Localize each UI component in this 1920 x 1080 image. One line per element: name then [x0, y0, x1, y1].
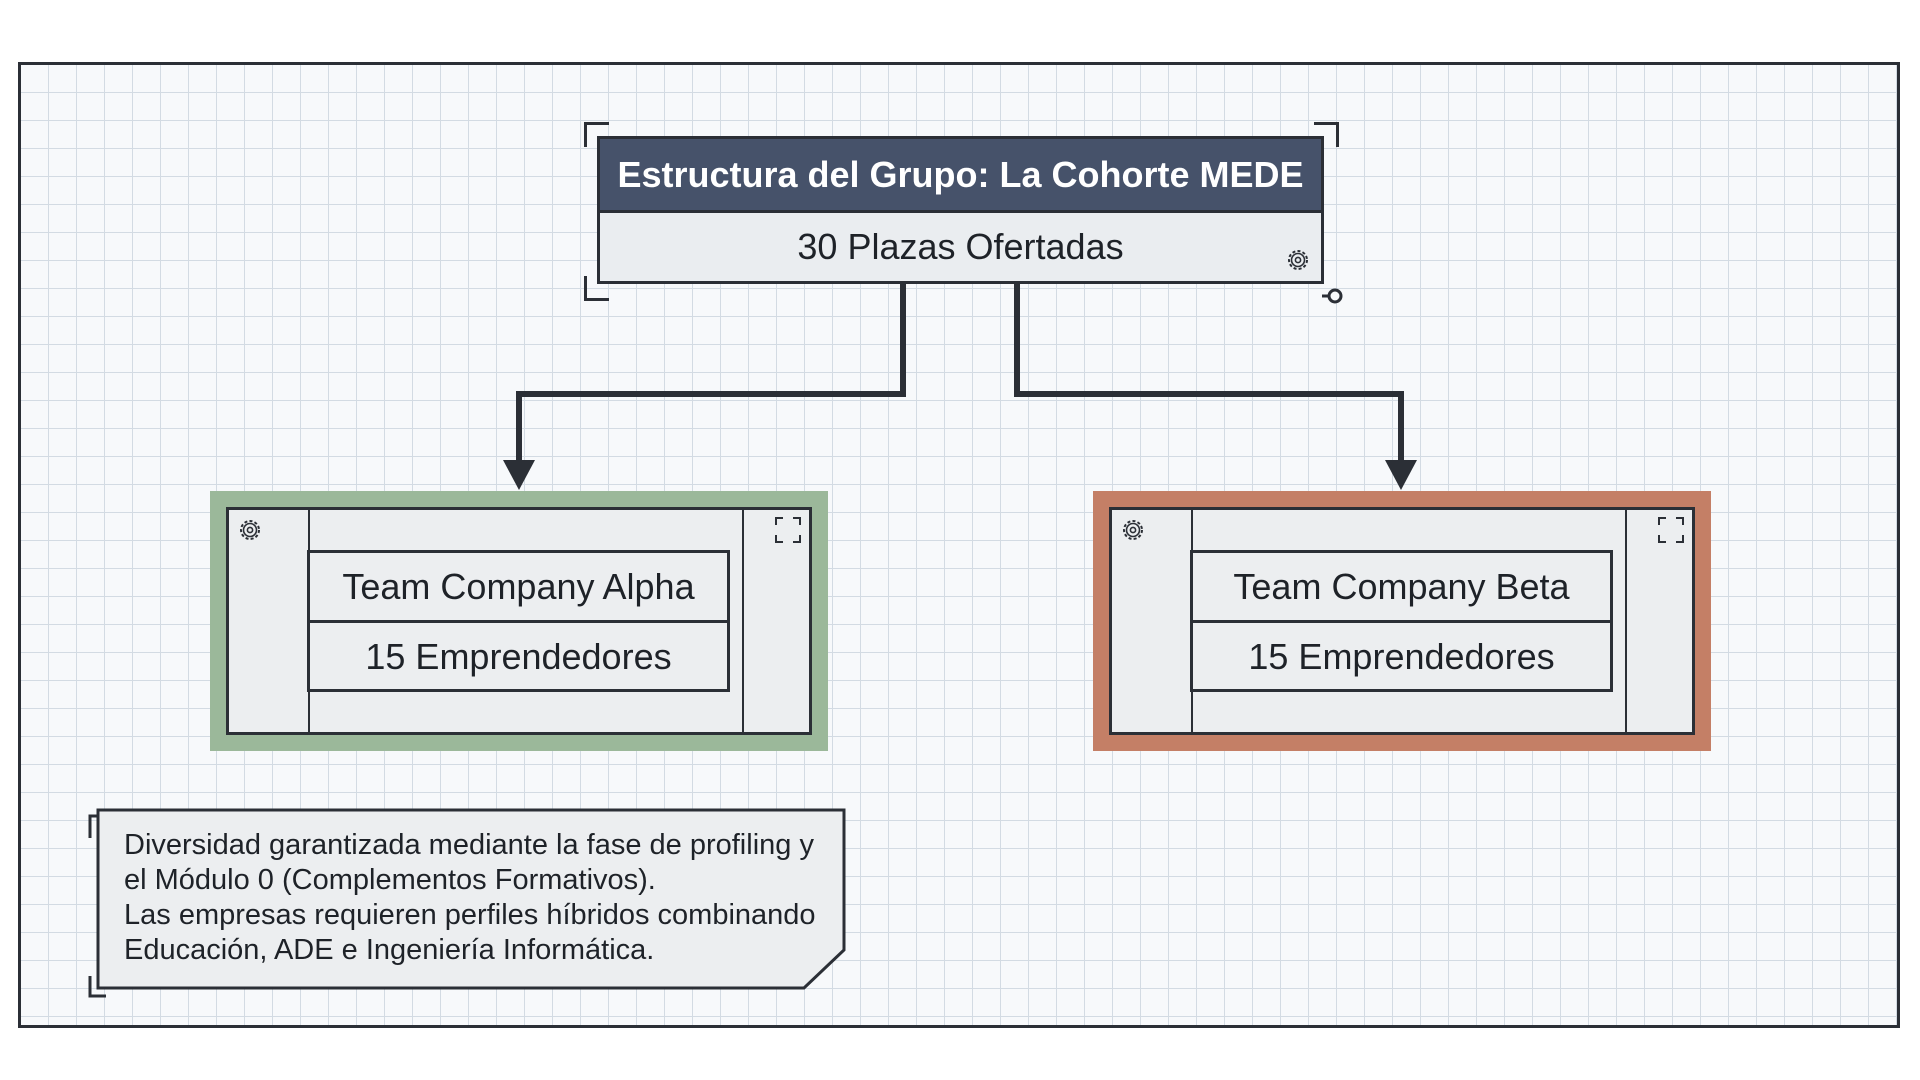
team-name: Team Company Beta: [1193, 553, 1610, 623]
gear-icon[interactable]: [1118, 515, 1148, 545]
note-text: Diversidad garantizada mediante la fase …: [124, 828, 824, 968]
divider-line: [1625, 510, 1627, 732]
gear-icon[interactable]: [235, 515, 265, 545]
gear-icon[interactable]: [1283, 245, 1313, 275]
note-line: el Módulo 0 (Complementos Formativos).: [124, 864, 656, 896]
divider-line: [742, 510, 744, 732]
team-name: Team Company Alpha: [310, 553, 727, 623]
team-node-beta[interactable]: Team Company Beta 15 Emprendedores: [1093, 491, 1711, 751]
team-count: 15 Emprendedores: [365, 636, 672, 677]
expand-icon[interactable]: [774, 516, 802, 544]
team-node-alpha[interactable]: Team Company Alpha 15 Emprendedores: [210, 491, 828, 751]
note-line: Educación, ADE e Ingeniería Informática.: [124, 934, 655, 966]
root-title: Estructura del Grupo: La Cohorte MEDE: [600, 139, 1321, 213]
team-count: 15 Emprendedores: [1248, 636, 1555, 677]
root-corner-bracket: [584, 276, 609, 301]
team-card: Team Company Alpha 15 Emprendedores: [307, 550, 730, 692]
expand-icon[interactable]: [1657, 516, 1685, 544]
team-card: Team Company Beta 15 Emprendedores: [1190, 550, 1613, 692]
root-corner-bracket: [584, 122, 609, 147]
note-line: Diversidad garantizada mediante la fase …: [124, 829, 814, 861]
root-subtitle: 30 Plazas Ofertadas: [797, 226, 1124, 267]
note-line: Las empresas requieren perfiles híbridos…: [124, 899, 816, 931]
root-corner-bracket: [1314, 122, 1339, 147]
root-node[interactable]: Estructura del Grupo: La Cohorte MEDE 30…: [597, 136, 1324, 284]
note-box: Diversidad garantizada mediante la fase …: [96, 808, 846, 990]
note-shape: [96, 808, 846, 990]
